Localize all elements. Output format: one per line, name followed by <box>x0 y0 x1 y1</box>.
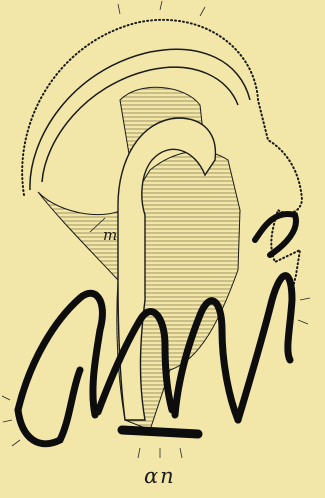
anal-plate <box>122 430 198 434</box>
label-an: αn <box>144 466 176 487</box>
label-m: m <box>103 228 117 243</box>
